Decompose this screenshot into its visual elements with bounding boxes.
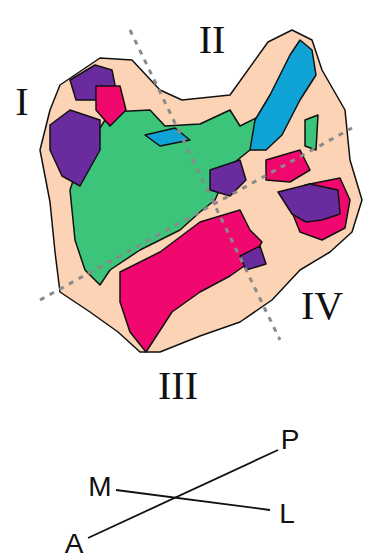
orientation-axis [88,450,278,538]
quadrant-divider [40,128,352,300]
orientation-axis [116,490,270,510]
green-region [305,115,318,150]
orientation-label: A [65,530,84,558]
purple-region [50,110,100,186]
purple-region [240,246,266,270]
quadrant-label: III [158,366,198,406]
quadrant-label: IV [301,286,343,326]
quadrant-divider [130,30,280,340]
orientation-label: L [279,500,295,528]
orientation-label: P [281,426,300,454]
magenta-region [120,210,262,352]
purple-region [210,160,246,196]
quadrant-label: I [15,82,28,122]
purple-region [278,184,340,222]
orientation-label: M [88,473,111,501]
outer-tissue [40,30,362,352]
quadrant-label: II [199,20,226,60]
